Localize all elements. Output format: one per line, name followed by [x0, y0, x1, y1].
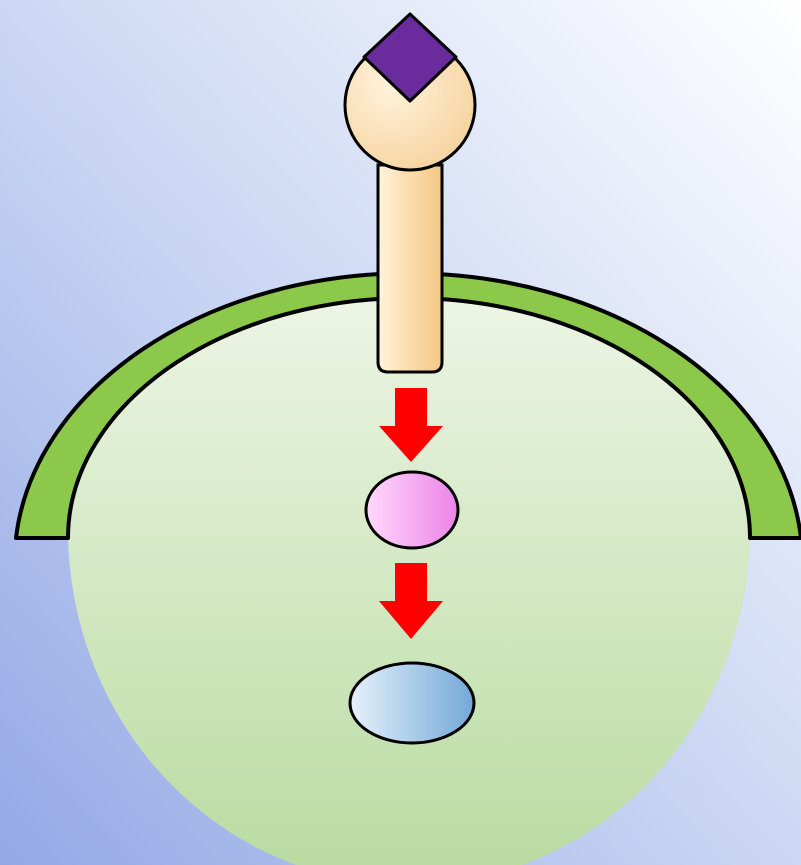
signal-molecule-blue: [350, 663, 474, 743]
signal-molecule-pink: [366, 472, 458, 548]
receptor-stalk: [378, 165, 442, 372]
